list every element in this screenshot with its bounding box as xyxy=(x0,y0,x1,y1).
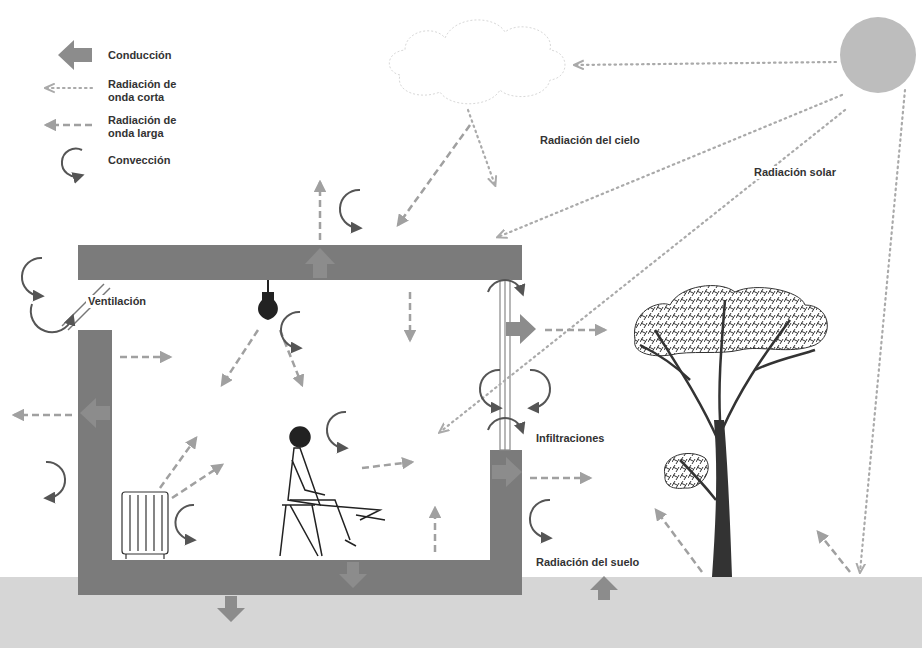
label-text: Infiltraciones xyxy=(534,432,606,445)
long-wave-radiation xyxy=(14,125,850,572)
label-text: Ventilación xyxy=(86,295,148,308)
window xyxy=(500,280,510,450)
tree xyxy=(634,286,827,577)
seated-person xyxy=(280,427,385,556)
legend-text: Radiación de onda larga xyxy=(106,114,188,139)
label-text: Radiación solar xyxy=(752,166,838,179)
legend-text: Conducción xyxy=(106,49,200,62)
label-text: Radiación del suelo xyxy=(534,556,641,569)
lamp xyxy=(258,280,278,320)
legend-text: Radiación de onda corta xyxy=(106,78,188,103)
convection-arrows xyxy=(22,190,550,540)
radiator xyxy=(122,492,168,559)
short-wave-radiation xyxy=(440,62,905,572)
legend-text: Convección xyxy=(106,154,200,167)
cloud xyxy=(389,20,565,104)
label-text: Radiación del cielo xyxy=(538,134,642,147)
house xyxy=(78,245,522,595)
sun xyxy=(840,17,916,93)
legend-samples xyxy=(46,40,92,177)
